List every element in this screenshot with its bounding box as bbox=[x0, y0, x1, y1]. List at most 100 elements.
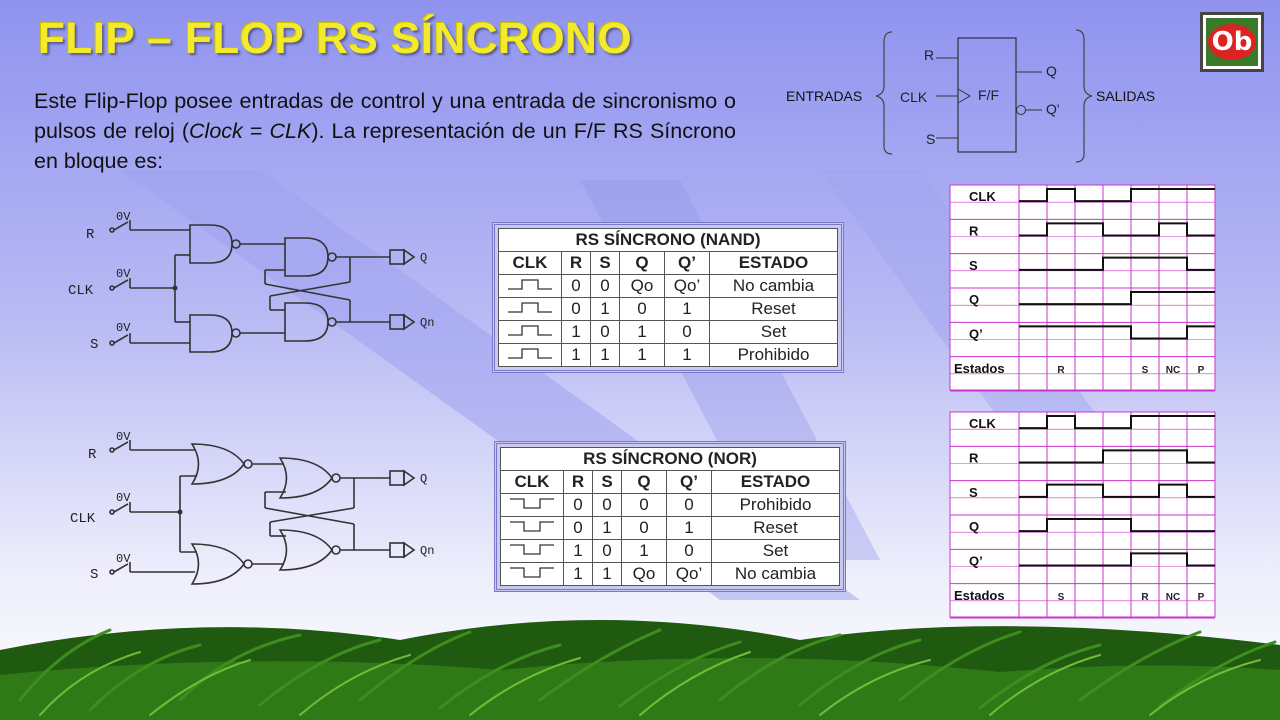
nor-ov-label-2: 0V bbox=[116, 491, 131, 505]
grass-decoration bbox=[0, 620, 1280, 720]
nand-header-estado: ESTADO bbox=[709, 251, 838, 275]
table-row: 1 1 1 1 Prohibido bbox=[498, 343, 838, 367]
nor-header-q: Q bbox=[621, 470, 667, 494]
table-cell: 0 bbox=[590, 274, 620, 298]
nor-q-label: Q bbox=[420, 472, 427, 486]
table-cell: 1 bbox=[563, 539, 593, 563]
block-qn-label: Q' bbox=[1046, 101, 1060, 117]
nor-table: RS SÍNCRONO (NOR) CLK R S Q Q’ ESTADO 0 … bbox=[500, 447, 840, 586]
slide-title: FLIP – FLOP RS SÍNCRONO bbox=[38, 14, 633, 63]
table-cell: No cambia bbox=[709, 274, 838, 298]
nor-estado-label: P bbox=[1198, 592, 1205, 603]
block-clk-label: CLK bbox=[900, 89, 928, 105]
nand-s-label: S bbox=[90, 337, 98, 353]
nor-estado-label: NC bbox=[1166, 592, 1180, 603]
table-cell: Reset bbox=[709, 297, 838, 321]
table-cell: 1 bbox=[561, 320, 591, 344]
intro-clock: Clock bbox=[189, 119, 243, 143]
table-cell: 0 bbox=[561, 297, 591, 321]
nand-signal-label: Q’ bbox=[969, 327, 983, 342]
table-row: 1 1 Qo Qo’ No cambia bbox=[500, 562, 840, 586]
table-cell: Prohibido bbox=[709, 343, 838, 367]
table-cell: 0 bbox=[664, 320, 710, 344]
nand-estado-label: R bbox=[1057, 365, 1065, 376]
table-cell: Qo bbox=[621, 562, 667, 586]
nand-waveform-qn bbox=[1019, 325, 1215, 340]
logo-text: Ob bbox=[1208, 24, 1256, 60]
table-cell: 0 bbox=[592, 493, 622, 517]
clk-pulse-falling-icon bbox=[500, 493, 564, 517]
clk-pulse-rising-icon bbox=[498, 343, 562, 367]
table-cell: 1 bbox=[621, 539, 667, 563]
intro-eq: = bbox=[242, 119, 270, 143]
nand-q-label: Q bbox=[420, 251, 427, 265]
clk-pulse-falling-icon bbox=[500, 516, 564, 540]
nor-signal-label: R bbox=[969, 451, 979, 466]
logo-badge: Ob bbox=[1206, 18, 1258, 66]
nand-signal-label: S bbox=[969, 258, 978, 273]
nor-signal-label: Estados bbox=[954, 588, 1005, 603]
nor-estado-label: R bbox=[1141, 592, 1149, 603]
intro-part-2: ). La representación de un F/F RS Síncro… bbox=[34, 119, 736, 173]
table-cell: 1 bbox=[590, 297, 620, 321]
nor-header-clk: CLK bbox=[500, 470, 564, 494]
nand-estado-label: P bbox=[1198, 365, 1205, 376]
table-cell: 1 bbox=[561, 343, 591, 367]
table-cell: 0 bbox=[621, 516, 667, 540]
table-row: 0 1 0 1 Reset bbox=[500, 516, 840, 540]
table-cell: 1 bbox=[666, 516, 712, 540]
nand-qn-label: Qn bbox=[420, 316, 434, 330]
nor-signal-label: Q bbox=[969, 519, 979, 534]
nor-waveform-q bbox=[1019, 518, 1215, 533]
nand-ov-label-1: 0V bbox=[116, 210, 131, 224]
nand-clk-label: CLK bbox=[68, 283, 94, 299]
table-cell: Qo’ bbox=[664, 274, 710, 298]
nand-waveform-r bbox=[1019, 222, 1215, 237]
intro-part-1: Este Flip-Flop posee entradas de control… bbox=[34, 89, 736, 143]
logo: Ob bbox=[1200, 12, 1264, 72]
block-r-label: R bbox=[924, 47, 934, 63]
nand-waveform-s bbox=[1019, 256, 1215, 271]
table-cell: 1 bbox=[590, 343, 620, 367]
nor-ov-label-3: 0V bbox=[116, 552, 131, 566]
table-row: 1 0 1 0 Set bbox=[498, 320, 838, 344]
table-row: 0 0 Qo Qo’ No cambia bbox=[498, 274, 838, 298]
nor-waveform-s bbox=[1019, 483, 1215, 498]
nand-r-label: R bbox=[86, 227, 95, 243]
table-cell: Reset bbox=[711, 516, 840, 540]
nor-waveform-clk bbox=[1019, 415, 1215, 430]
nor-header-estado: ESTADO bbox=[711, 470, 840, 494]
nor-s-label: S bbox=[90, 567, 98, 583]
table-cell: 1 bbox=[619, 320, 665, 344]
table-cell: 1 bbox=[664, 297, 710, 321]
table-cell: 1 bbox=[592, 516, 622, 540]
nand-header-clk: CLK bbox=[498, 251, 562, 275]
nor-circuit: R CLK S 0V 0V 0V Q Qn bbox=[70, 430, 434, 585]
nand-table-title: RS SÍNCRONO (NAND) bbox=[498, 228, 838, 252]
table-cell: 0 bbox=[666, 493, 712, 517]
nand-header-q: Q bbox=[619, 251, 665, 275]
nor-estado-label: S bbox=[1058, 592, 1065, 603]
nor-header-r: R bbox=[563, 470, 593, 494]
table-cell: Qo bbox=[619, 274, 665, 298]
ff-block bbox=[957, 37, 1017, 153]
nand-signal-label: CLK bbox=[969, 189, 996, 204]
table-cell: 0 bbox=[590, 320, 620, 344]
clk-pulse-falling-icon bbox=[500, 539, 564, 563]
table-cell: 1 bbox=[592, 562, 622, 586]
block-salidas-label: SALIDAS bbox=[1096, 88, 1155, 104]
nand-estado-label: NC bbox=[1166, 365, 1180, 376]
table-row: 0 0 0 0 Prohibido bbox=[500, 493, 840, 517]
block-s-label: S bbox=[926, 131, 935, 147]
table-cell: Set bbox=[711, 539, 840, 563]
table-cell: 0 bbox=[561, 274, 591, 298]
clk-pulse-rising-icon bbox=[498, 297, 562, 321]
block-q-label: Q bbox=[1046, 63, 1057, 79]
nor-clk-label: CLK bbox=[70, 511, 96, 527]
intro-paragraph: Este Flip-Flop posee entradas de control… bbox=[34, 86, 736, 176]
intro-clk: CLK bbox=[269, 119, 312, 143]
nand-ov-label-3: 0V bbox=[116, 321, 131, 335]
nor-ov-label-1: 0V bbox=[116, 430, 131, 444]
nor-header-qn: Q’ bbox=[666, 470, 712, 494]
